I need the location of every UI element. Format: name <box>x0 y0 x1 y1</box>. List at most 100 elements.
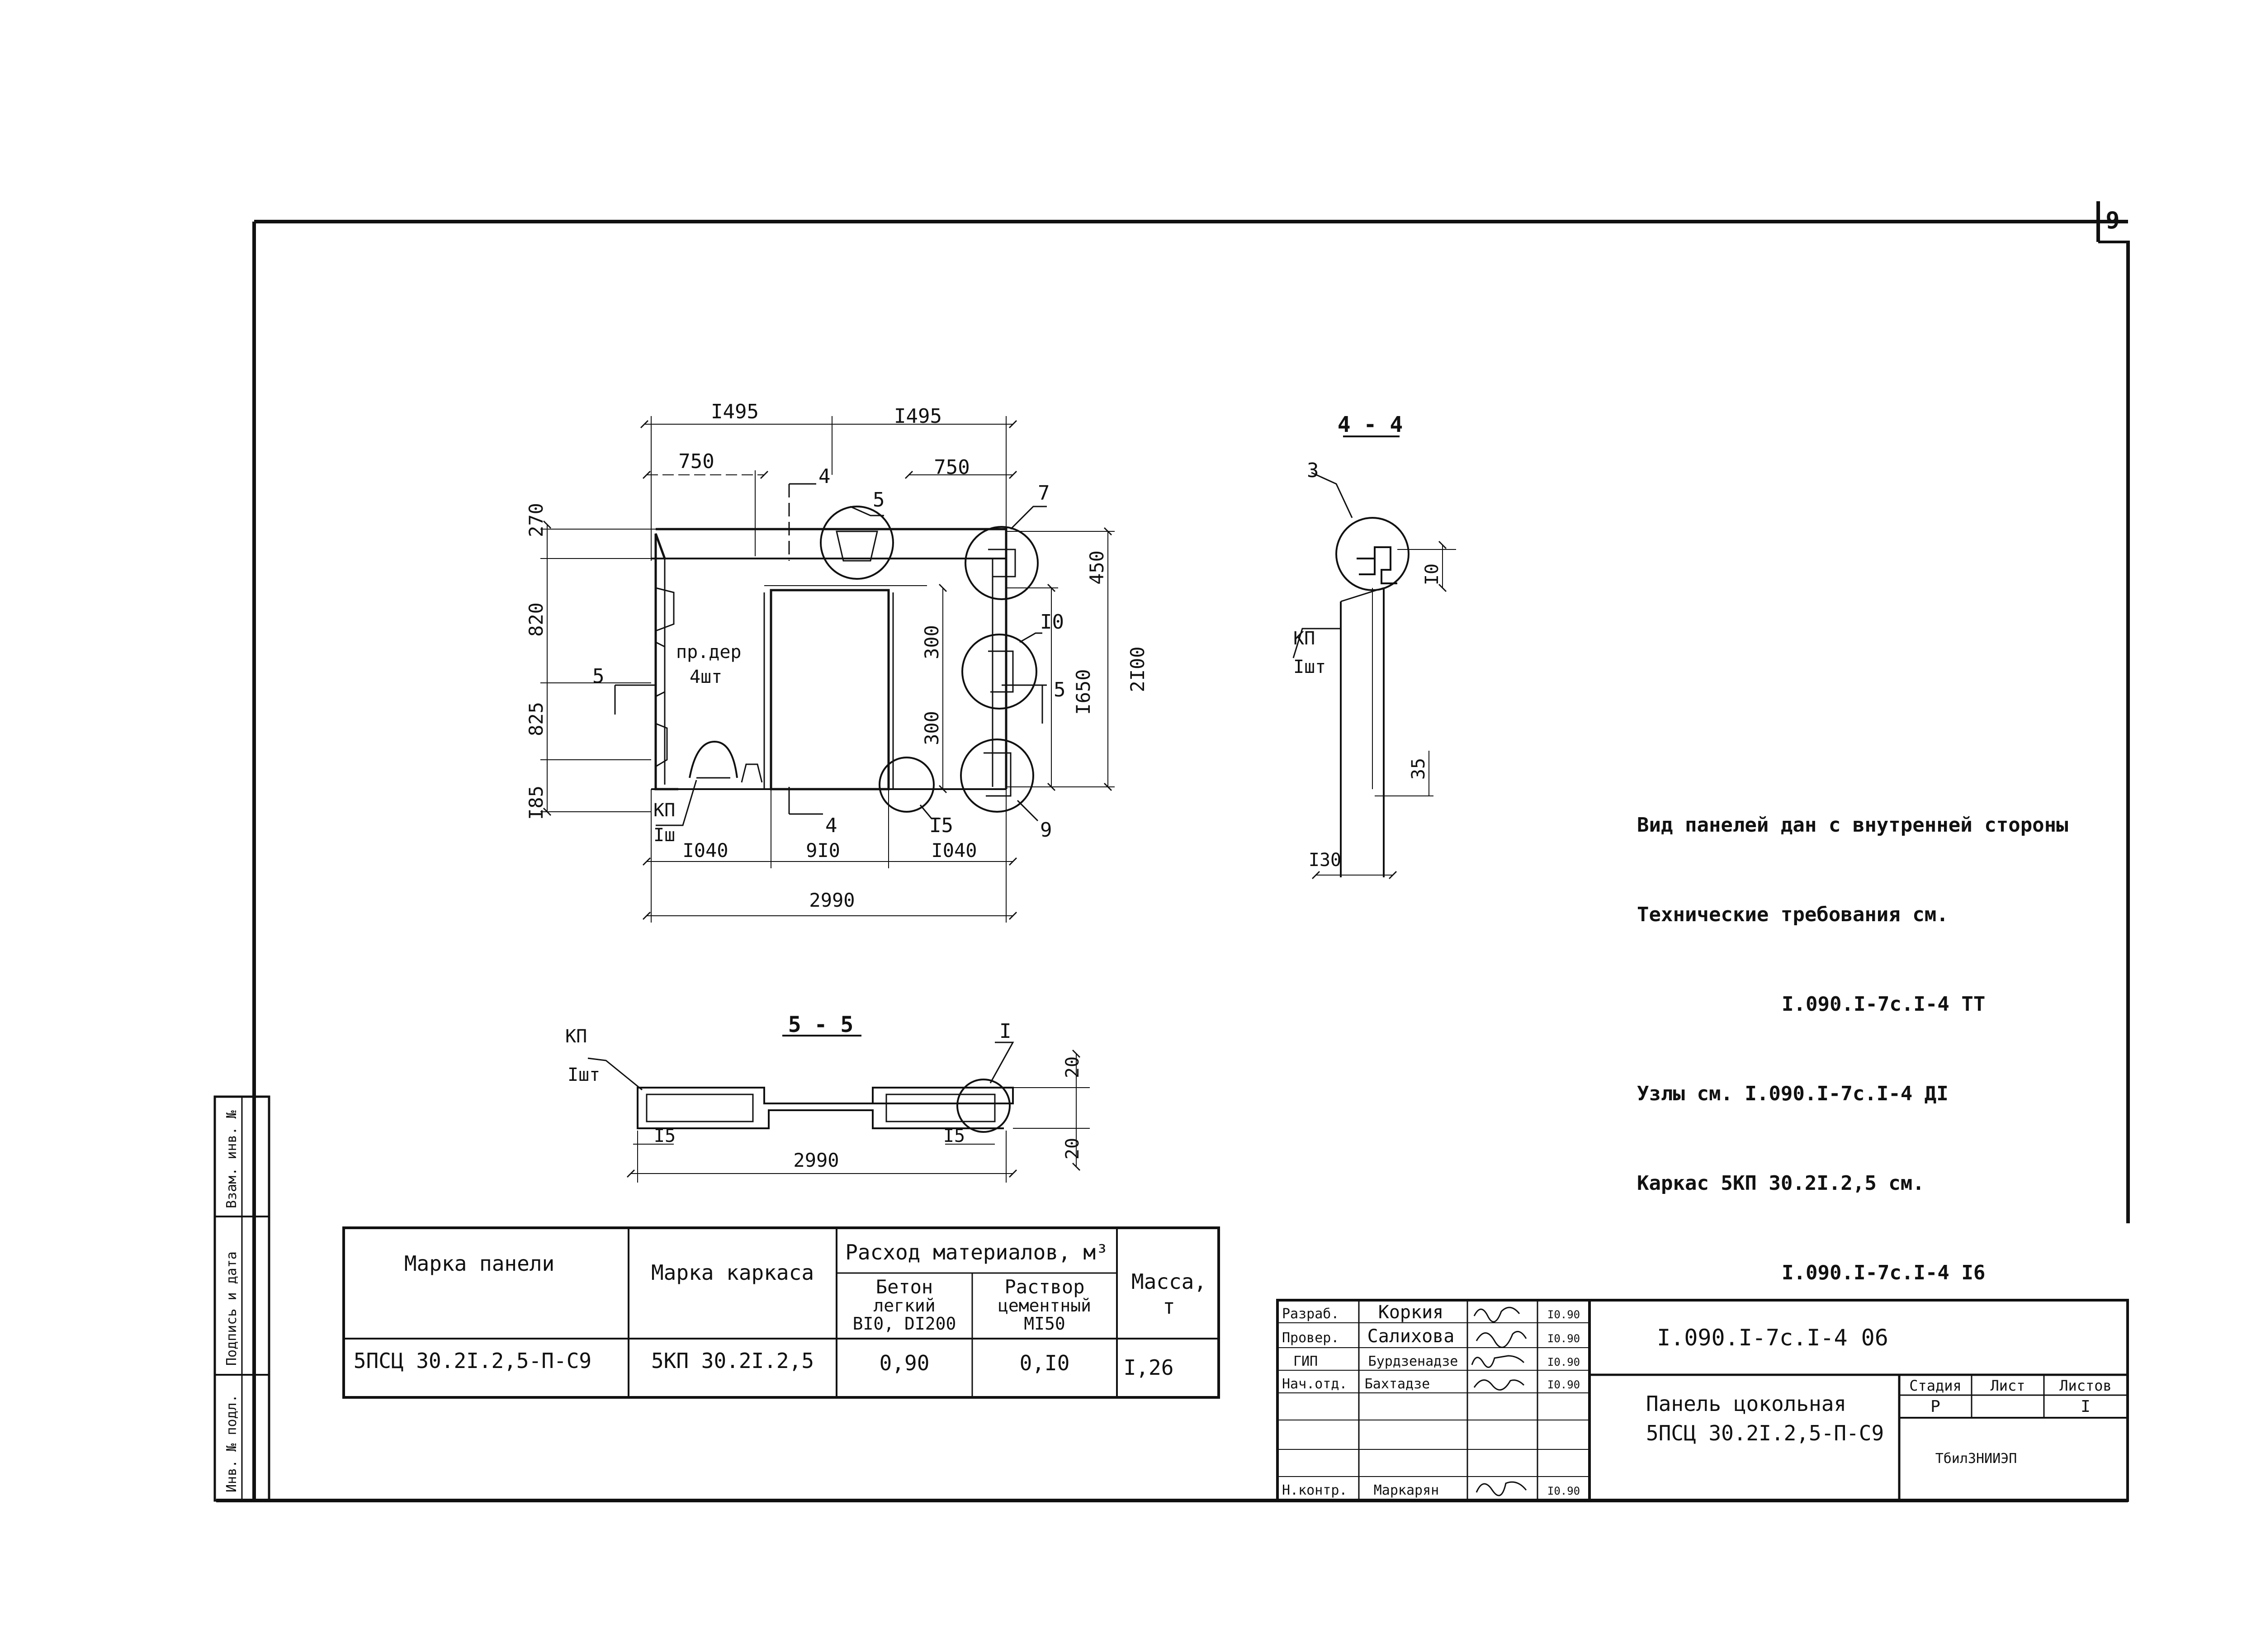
spec-cell-panel: 5ПСЦ 30.2I.2,5-П-С9 <box>354 1349 591 1373</box>
section-5-5-dim-15-left: I5 <box>654 1126 676 1146</box>
tb-date-1: I0.90 <box>1547 1332 1580 1345</box>
section-4-4-dim-35: 35 <box>1408 758 1429 780</box>
section-4-4-dim-10: I0 <box>1422 563 1443 585</box>
title-name-line2: 5ПСЦ 30.2I.2,5-П-С9 <box>1646 1421 1884 1445</box>
spec-col-panel: Марка панели <box>404 1251 554 1276</box>
spec-col-concrete-2: легкий <box>873 1296 935 1316</box>
plan-kp-qty: Iш <box>653 825 675 846</box>
plan-dim-2990: 2990 <box>809 889 855 911</box>
note-line-5: Каркас 5КП 30.2I.2,5 см. <box>1637 1172 1925 1195</box>
tb-role-5: Н.контр. <box>1282 1482 1348 1498</box>
plan-dim-185: I85 <box>525 786 547 820</box>
spec-col-mass-2: т <box>1163 1294 1175 1319</box>
plan-callout-7: 7 <box>1038 482 1050 505</box>
plan-dim-820: 820 <box>525 602 547 637</box>
plan-dim-top-left: I495 <box>711 400 759 423</box>
note-line-1: Вид панелей дан с внутренней стороны <box>1637 814 2068 837</box>
title-sheet-header: Лист <box>1990 1377 2025 1394</box>
plan-dim-270: 270 <box>525 503 547 537</box>
plan-dim-2100: 2I00 <box>1126 646 1149 692</box>
note-line-3: I.090.I-7с.I-4 ТТ <box>1782 993 1986 1016</box>
plan-callout-15: I5 <box>929 814 953 837</box>
title-name-line1: Панель цокольная <box>1646 1392 1846 1416</box>
section-4-4-kp-label: КП <box>1293 628 1315 649</box>
title-block-grid <box>1276 1299 2129 1502</box>
tb-name-0: Коркия <box>1378 1302 1444 1323</box>
title-sheets-header: Листов <box>2059 1377 2112 1394</box>
spec-cell-frame: 5КП 30.2I.2,5 <box>651 1349 814 1373</box>
section-5-5-dim-2990: 2990 <box>793 1149 839 1171</box>
tb-role-3: Нач.отд. <box>1282 1376 1348 1392</box>
note-line-6: I.090.I-7с.I-4 I6 <box>1782 1261 1986 1284</box>
spec-col-mortar-1: Раствор <box>1004 1276 1084 1298</box>
tb-date-2: I0.90 <box>1547 1356 1580 1368</box>
sheet-number: 9 <box>2105 207 2119 234</box>
panel-plan <box>540 416 1115 923</box>
tb-role-1: Провер. <box>1282 1330 1339 1346</box>
section-4-4 <box>1292 435 1456 879</box>
section-5-5 <box>587 1035 1090 1183</box>
side-stamp-sign: Подпись и дата <box>224 1251 240 1366</box>
plan-dim-910: 9I0 <box>806 839 840 862</box>
section-5-5-dim-20-top: 20 <box>1062 1056 1083 1078</box>
plan-callout-5: 5 <box>873 488 885 511</box>
plan-kp-label: КП <box>653 800 675 821</box>
plan-section-mark-5-right: 5 <box>1054 678 1066 701</box>
tb-name-3: Бахтадзе <box>1365 1376 1430 1392</box>
plan-lifting-label: пр.дер <box>676 642 742 663</box>
plan-lifting-qty: 4шт <box>690 667 722 687</box>
tb-name-1: Салихова <box>1367 1326 1455 1347</box>
title-sheets-value: I <box>2081 1397 2091 1416</box>
spec-col-frame: Марка каркаса <box>651 1260 814 1285</box>
section-5-5-dim-15-right: I5 <box>943 1126 965 1146</box>
plan-section-mark-4-bottom: 4 <box>825 814 837 837</box>
plan-dim-300-upper: 300 <box>921 625 943 659</box>
plan-dim-750-right: 750 <box>934 456 970 479</box>
spec-col-concrete-3: BI0, DI200 <box>853 1314 956 1334</box>
plan-dim-1650: I650 <box>1072 669 1094 715</box>
plan-section-mark-5-left: 5 <box>592 665 605 688</box>
spec-col-concrete-1: Бетон <box>876 1276 933 1298</box>
note-line-2: Технические требования см. <box>1637 903 1949 926</box>
section-5-5-callout: I <box>999 1020 1012 1043</box>
tb-name-5: Маркарян <box>1374 1482 1439 1498</box>
tb-date-0: I0.90 <box>1547 1308 1580 1321</box>
section-5-5-kp-label: КП <box>565 1026 587 1047</box>
tb-date-5: I0.90 <box>1547 1485 1580 1497</box>
tb-name-2: Бурдзенадзе <box>1368 1354 1458 1369</box>
spec-col-mortar-2: цементный <box>998 1296 1091 1316</box>
section-4-4-title: 4 - 4 <box>1338 412 1403 437</box>
title-doc-code: I.090.I-7с.I-4 06 <box>1657 1325 1888 1351</box>
note-line-4: Узлы см. I.090.I-7с.I-4 ДI <box>1637 1082 1949 1105</box>
side-stamp <box>213 1095 270 1502</box>
plan-dim-1040-right: I040 <box>931 839 977 862</box>
section-5-5-title: 5 - 5 <box>788 1012 854 1037</box>
spec-col-mortar-3: MI50 <box>1024 1314 1065 1334</box>
tb-role-2: ГИП <box>1293 1354 1318 1369</box>
section-4-4-callout: 3 <box>1307 459 1319 482</box>
plan-callout-10: I0 <box>1040 611 1064 634</box>
section-5-5-kp-qty: Iшт <box>568 1065 600 1085</box>
title-stage-header: Стадия <box>1909 1377 1962 1394</box>
plan-dim-750-left: 750 <box>678 450 714 473</box>
plan-section-mark-4-top: 4 <box>818 465 831 488</box>
side-stamp-inv: Инв. № подл. <box>224 1394 240 1492</box>
plan-dim-450: 450 <box>1086 550 1108 585</box>
plan-dim-1040-left: I040 <box>682 839 728 862</box>
signatures <box>1471 1306 1527 1496</box>
section-4-4-dim-130: I30 <box>1309 850 1341 871</box>
tb-role-0: Разраб. <box>1282 1306 1339 1322</box>
spec-col-materials: Расход материалов, м³ <box>845 1240 1108 1264</box>
plan-dim-825: 825 <box>525 702 547 736</box>
drawing-notes: Вид панелей дан с внутренней стороны Тех… <box>1637 751 2068 1318</box>
side-stamp-replace: Взам. инв. № <box>224 1110 240 1208</box>
plan-dim-300-lower: 300 <box>921 711 943 745</box>
plan-callout-9: 9 <box>1040 819 1052 842</box>
section-4-4-kp-qty: Iшт <box>1293 657 1326 677</box>
spec-cell-mortar: 0,I0 <box>1020 1351 1070 1375</box>
spec-cell-concrete: 0,90 <box>880 1351 930 1375</box>
title-stage-value: Р <box>1930 1397 1940 1416</box>
spec-col-mass-1: Масса, <box>1131 1269 1206 1294</box>
spec-cell-mass: I,26 <box>1124 1355 1174 1380</box>
